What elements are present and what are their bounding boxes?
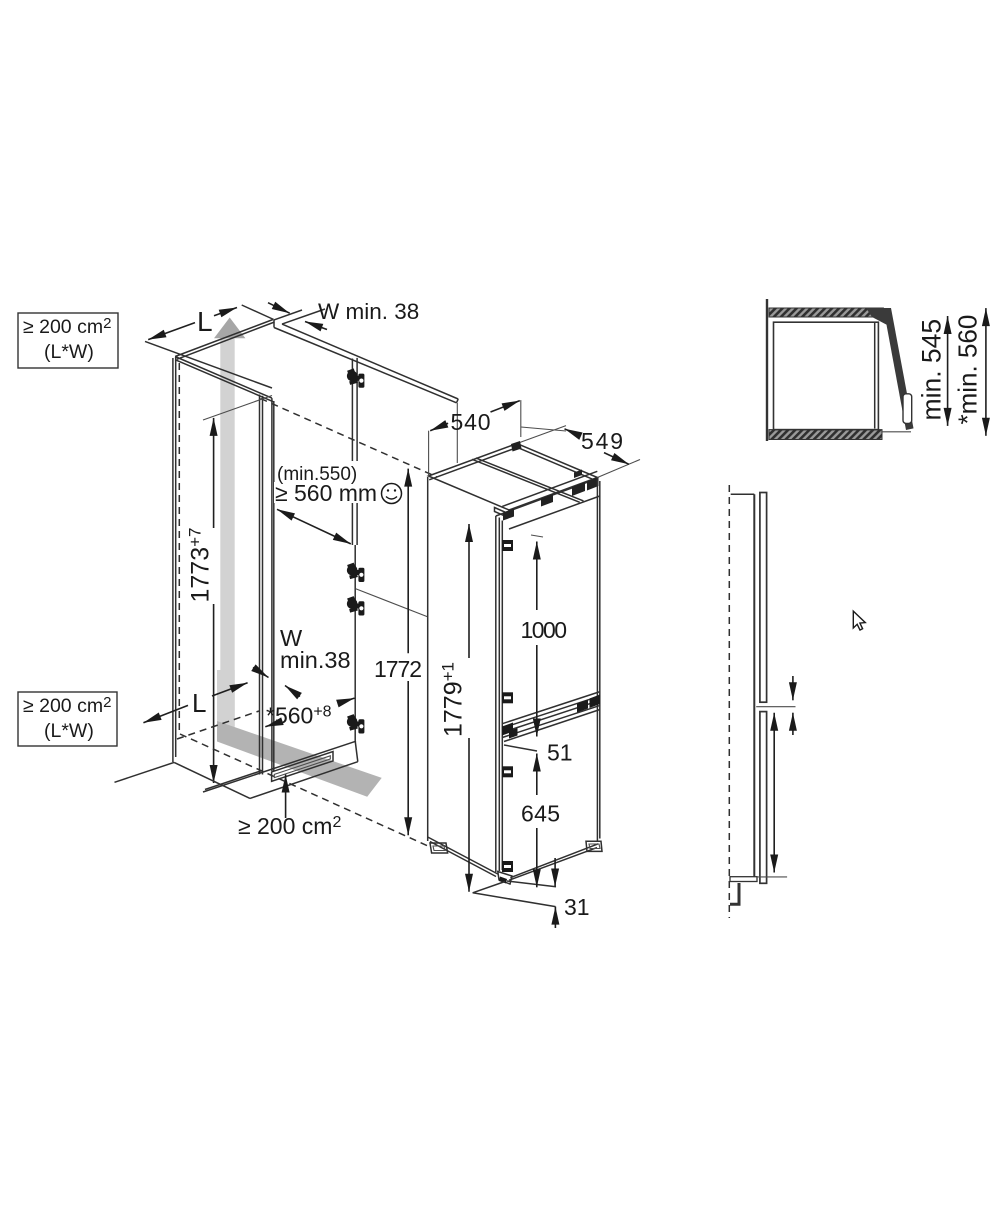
svg-text:540: 540 [451,409,491,435]
svg-text:≥ 200 cm2: ≥ 200 cm2 [23,694,111,717]
svg-text:min. 545: min. 545 [917,319,947,421]
svg-text:W: W [280,625,303,651]
svg-text:(L*W): (L*W) [44,341,94,363]
svg-text:31: 31 [564,894,590,920]
svg-text:51: 51 [547,740,573,766]
svg-text:1000: 1000 [521,617,568,643]
svg-text:≥ 200 cm2: ≥ 200 cm2 [238,813,341,839]
svg-text:645: 645 [521,801,560,827]
svg-text:(L*W): (L*W) [44,720,94,742]
svg-text:≥ 560 mm: ≥ 560 mm [275,480,377,506]
svg-text:549: 549 [581,428,623,454]
svg-text:W min. 38: W min. 38 [318,299,419,324]
svg-text:*min. 560: *min. 560 [953,315,983,425]
svg-text:1772: 1772 [374,656,422,682]
svg-text:≥ 200 cm2: ≥ 200 cm2 [23,315,111,338]
svg-text:L: L [192,688,206,718]
svg-text:(min.550): (min.550) [277,464,357,485]
svg-text:min.38: min.38 [280,647,351,673]
svg-text:L: L [197,306,213,337]
